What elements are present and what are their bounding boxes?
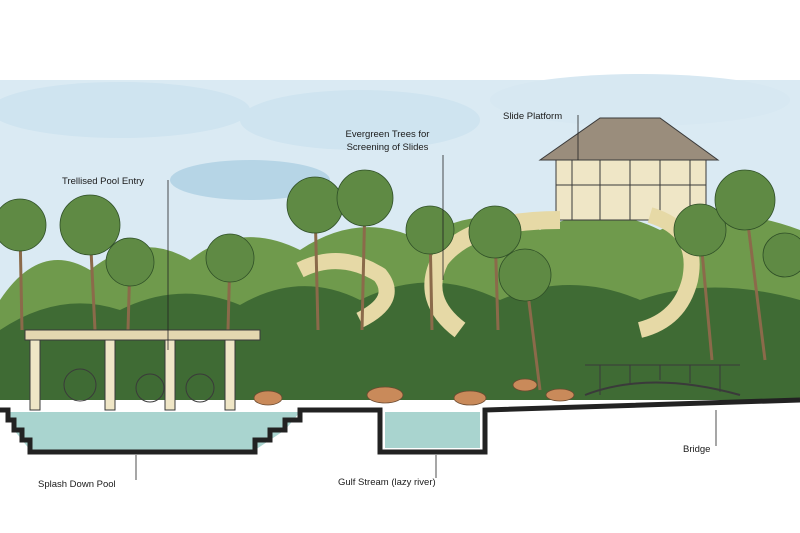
label-trellised-pool-entry: Trellised Pool Entry [62, 176, 145, 187]
label-evergreen-trees-line1: Evergreen Trees for [345, 129, 430, 140]
ground-section-line [0, 397, 800, 455]
bridge-structure [584, 364, 741, 396]
leader-lines [135, 115, 717, 480]
trellis-structure [24, 329, 261, 411]
water [8, 412, 480, 450]
slide-platform-structure [538, 117, 720, 221]
label-gulf-stream: Gulf Stream (lazy river) [338, 477, 436, 488]
label-slide-platform: Slide Platform [503, 111, 563, 122]
label-splash-down-pool: Splash Down Pool [38, 479, 116, 490]
label-evergreen-trees-line2: Screening of Slides [346, 142, 429, 153]
rocks [253, 378, 575, 406]
palm-trees [0, 169, 800, 391]
label-bridge: Bridge [683, 444, 711, 455]
label-evergreen-trees: Evergreen Trees for Screening of Slides [330, 128, 445, 154]
